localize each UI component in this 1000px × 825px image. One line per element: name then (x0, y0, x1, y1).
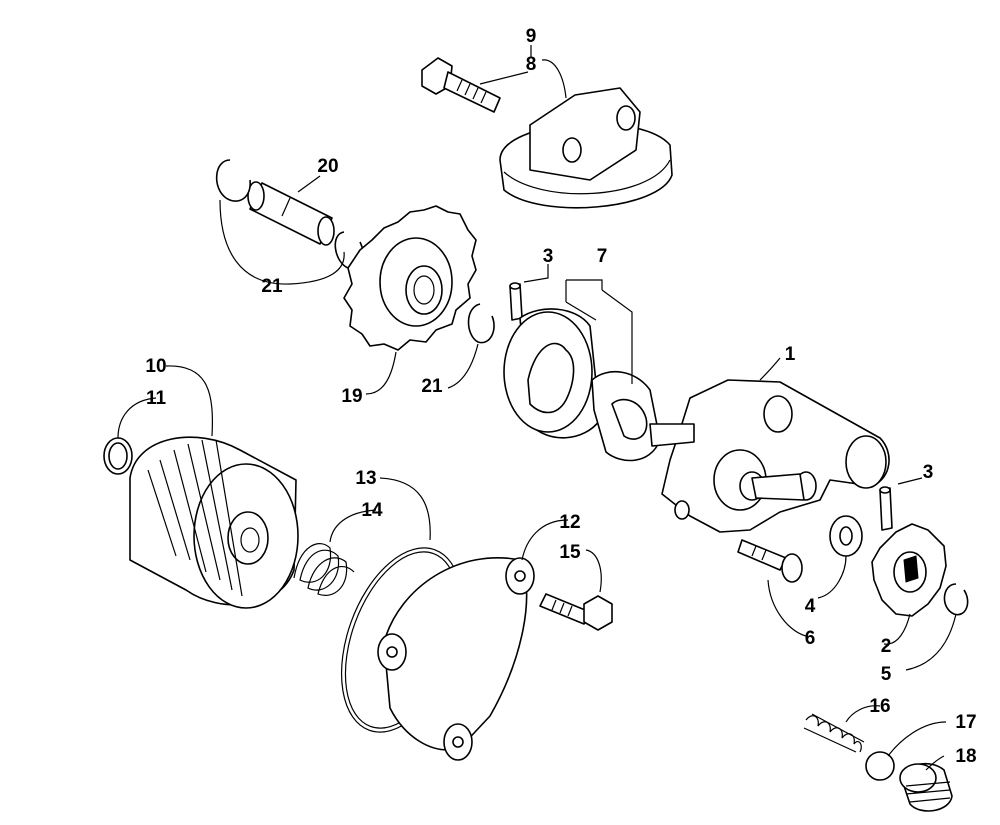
part-21-circlip-b (467, 303, 495, 344)
part-8-pump-cap (499, 87, 673, 209)
callout-7: 7 (597, 246, 608, 267)
part-15-bolt (539, 593, 613, 631)
leader-lines (117, 45, 957, 771)
callout-5: 5 (881, 664, 892, 685)
callout-15: 15 (559, 542, 581, 563)
callout-3-top: 3 (543, 246, 554, 267)
callout-21-left: 21 (261, 276, 283, 297)
callout-20: 20 (317, 156, 338, 177)
part-1-pump-body (649, 379, 890, 533)
callout-12: 12 (559, 512, 580, 533)
callout-17: 17 (955, 712, 976, 733)
part-16-relief-spring (803, 713, 865, 753)
callout-10: 10 (145, 356, 166, 377)
part-4-washer (829, 515, 863, 557)
callout-6: 6 (805, 628, 816, 649)
part-5-circlip (943, 583, 969, 616)
part-11-o-ring (103, 437, 133, 475)
callout-labels: 9 8 20 21 3 7 19 21 1 3 4 6 2 5 10 11 13… (145, 26, 976, 767)
part-12-filter-cover (377, 557, 535, 761)
part-20-pin (247, 181, 335, 246)
part-6-screw (737, 539, 803, 583)
part-2-small-gear (871, 523, 947, 617)
part-14-spring (293, 543, 355, 596)
part-9-bolt (421, 57, 501, 113)
callout-19: 19 (341, 386, 362, 407)
callout-1: 1 (785, 344, 796, 365)
part-3-dowel-pin-b (879, 486, 893, 531)
callout-16: 16 (869, 696, 890, 717)
callout-9: 9 (526, 26, 537, 47)
callout-8: 8 (526, 54, 537, 75)
callout-18: 18 (955, 746, 976, 767)
callout-13: 13 (355, 468, 376, 489)
callout-2: 2 (881, 636, 892, 657)
callout-3-right: 3 (923, 462, 934, 483)
callout-11: 11 (146, 388, 167, 409)
part-3-dowel-pin-a (509, 282, 523, 321)
part-19-gear (343, 205, 477, 351)
part-18-plug (899, 762, 953, 812)
part-10-oil-filter (129, 436, 299, 609)
callout-21-right: 21 (421, 376, 443, 397)
part-7-rotor-set (503, 308, 661, 462)
callout-14: 14 (361, 500, 383, 521)
part-17-check-ball (865, 751, 895, 781)
callout-4: 4 (805, 596, 816, 617)
